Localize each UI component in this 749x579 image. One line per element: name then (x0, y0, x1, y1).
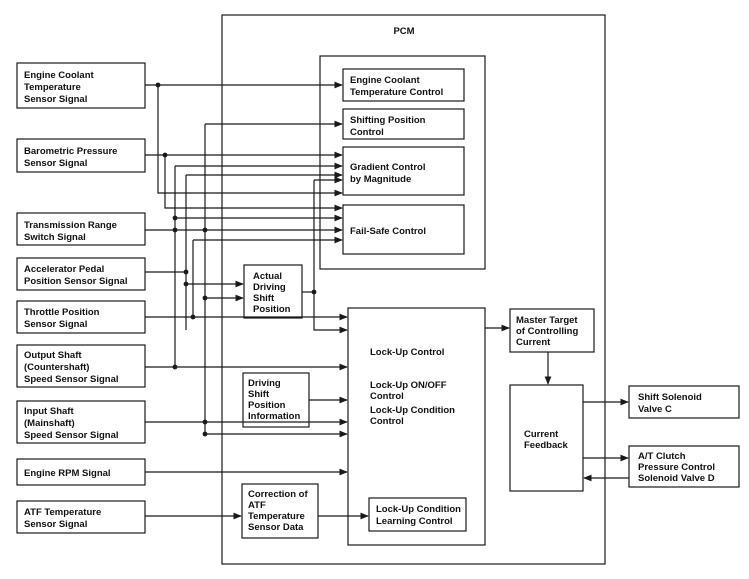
svg-text:Driving: Driving (248, 378, 281, 389)
signal-wiring (145, 81, 629, 520)
svg-text:Sensor Signal: Sensor Signal (24, 94, 87, 105)
svg-text:Engine Coolant: Engine Coolant (350, 75, 421, 86)
current-feedback-box: Current Feedback (509, 384, 584, 492)
svg-text:Sensor Signal: Sensor Signal (24, 158, 87, 169)
svg-text:Engine RPM Signal: Engine RPM Signal (24, 468, 111, 479)
lock-up-condition-learning-control-box: Lock-Up Condition Learning Control (368, 497, 467, 532)
svg-text:Temperature: Temperature (24, 82, 81, 93)
input-accelerator-pedal-position-sensor-signal: Accelerator Pedal Position Sensor Signal (16, 257, 146, 291)
svg-text:Actual: Actual (253, 271, 282, 282)
svg-text:Fail-Safe Control: Fail-Safe Control (350, 226, 426, 237)
upper-control-group (319, 55, 486, 270)
svg-text:Lock-Up Control: Lock-Up Control (370, 347, 444, 358)
svg-text:Temperature: Temperature (248, 511, 305, 522)
svg-text:Sensor Signal: Sensor Signal (24, 519, 87, 530)
input-atf-temperature-sensor-signal: ATF Temperature Sensor Signal (16, 500, 146, 534)
svg-text:Control: Control (370, 416, 404, 427)
input-output-shaft-speed-sensor-signal: Output Shaft (Countershaft) Speed Sensor… (16, 344, 146, 388)
svg-text:Shifting Position: Shifting Position (350, 115, 426, 126)
svg-text:Learning Control: Learning Control (376, 516, 453, 527)
input-input-shaft-speed-sensor-signal: Input Shaft (Mainshaft) Speed Sensor Sig… (16, 400, 146, 444)
svg-text:Pressure Control: Pressure Control (638, 462, 715, 473)
svg-text:Information: Information (248, 411, 300, 422)
gradient-control-by-magnitude-box: Gradient Control by Magnitude (342, 146, 465, 196)
svg-text:Engine Coolant: Engine Coolant (24, 70, 95, 81)
input-transmission-range-switch-signal: Transmission Range Switch Signal (16, 212, 146, 246)
svg-text:Barometric Pressure: Barometric Pressure (24, 146, 117, 157)
svg-text:(Countershaft): (Countershaft) (24, 362, 89, 373)
shifting-position-control-box: Shifting Position Control (342, 108, 465, 140)
svg-text:Shift Solenoid: Shift Solenoid (638, 392, 702, 403)
pcm-label: PCM (393, 26, 414, 37)
svg-text:Position: Position (253, 304, 291, 315)
svg-text:Lock-Up Condition: Lock-Up Condition (376, 504, 461, 515)
svg-text:Control: Control (350, 127, 384, 138)
svg-text:Output Shaft: Output Shaft (24, 350, 82, 361)
svg-text:of Controlling: of Controlling (516, 326, 578, 337)
svg-text:Shift: Shift (253, 293, 275, 304)
svg-text:Speed Sensor Signal: Speed Sensor Signal (24, 430, 119, 441)
svg-text:Solenoid Valve D: Solenoid Valve D (638, 473, 715, 484)
svg-text:(Mainshaft): (Mainshaft) (24, 418, 75, 429)
driving-shift-position-information-box: Driving Shift Position Information (242, 372, 310, 428)
svg-text:Valve C: Valve C (638, 404, 672, 415)
input-engine-coolant-temperature-sensor-signal: Engine Coolant Temperature Sensor Signal (16, 62, 146, 109)
svg-text:Gradient Control: Gradient Control (350, 162, 425, 173)
input-throttle-position-sensor-signal: Throttle Position Sensor Signal (16, 300, 146, 334)
input-barometric-pressure-sensor-signal: Barometric Pressure Sensor Signal (16, 138, 146, 173)
svg-text:ATF Temperature: ATF Temperature (24, 507, 101, 518)
pcm-frame (221, 14, 606, 565)
svg-text:Lock-Up Condition: Lock-Up Condition (370, 405, 455, 416)
input-engine-rpm-signal: Engine RPM Signal (16, 458, 146, 486)
svg-text:Feedback: Feedback (524, 440, 569, 451)
svg-text:Lock-Up ON/OFF: Lock-Up ON/OFF (370, 380, 447, 391)
svg-text:Temperature Control: Temperature Control (350, 87, 443, 98)
svg-text:ATF: ATF (248, 500, 266, 511)
svg-text:Switch Signal: Switch Signal (24, 232, 86, 243)
svg-text:by Magnitude: by Magnitude (350, 174, 411, 185)
svg-text:Transmission Range: Transmission Range (24, 220, 117, 231)
engine-coolant-temperature-control-box: Engine Coolant Temperature Control (342, 68, 465, 102)
master-target-of-controlling-current-box: Master Target of Controlling Current (509, 308, 595, 353)
svg-text:Accelerator Pedal: Accelerator Pedal (24, 264, 104, 275)
svg-text:Input Shaft: Input Shaft (24, 406, 74, 417)
svg-text:Current: Current (524, 429, 559, 440)
svg-text:Driving: Driving (253, 282, 286, 293)
svg-text:Correction of: Correction of (248, 489, 308, 500)
svg-text:Position Sensor Signal: Position Sensor Signal (24, 276, 127, 287)
svg-text:Current: Current (516, 337, 551, 348)
output-at-clutch-pressure-control-solenoid-valve-d: A/T Clutch Pressure Control Solenoid Val… (628, 445, 740, 488)
svg-text:Control: Control (370, 391, 404, 402)
svg-text:Master Target: Master Target (516, 315, 578, 326)
correction-of-atf-temperature-sensor-data-box: Correction of ATF Temperature Sensor Dat… (241, 483, 319, 539)
svg-text:Position: Position (248, 400, 286, 411)
svg-text:Throttle Position: Throttle Position (24, 307, 100, 318)
output-shift-solenoid-valve-c: Shift Solenoid Valve C (628, 385, 740, 419)
svg-text:A/T Clutch: A/T Clutch (638, 451, 686, 462)
svg-text:Sensor Signal: Sensor Signal (24, 319, 87, 330)
junction-dots (155, 82, 317, 437)
svg-text:Shift: Shift (248, 389, 270, 400)
svg-text:Sensor Data: Sensor Data (248, 522, 304, 533)
svg-text:Speed Sensor Signal: Speed Sensor Signal (24, 374, 119, 385)
fail-safe-control-box: Fail-Safe Control (342, 204, 465, 255)
actual-driving-shift-position-box: Actual Driving Shift Position (243, 264, 303, 319)
